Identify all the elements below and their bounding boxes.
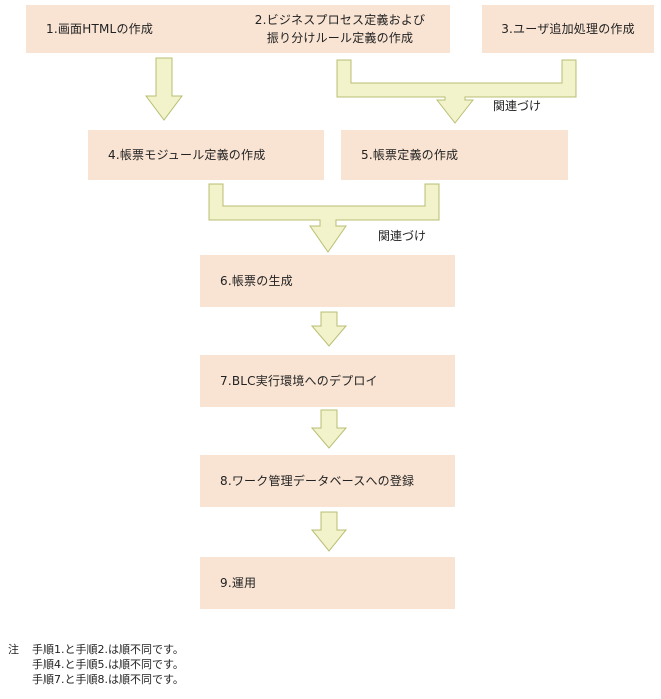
- step-4-box: 4.帳票モジュール定義の作成: [88, 130, 324, 180]
- arrow-step8-to-step9: [310, 511, 348, 552]
- arrow-step7-to-step8: [310, 409, 348, 449]
- step-3-label: 3.ユーザ追加処理の作成: [501, 22, 635, 36]
- step-9-label: 9.運用: [220, 576, 257, 590]
- step-9-box: 9.運用: [200, 557, 455, 609]
- bracket-step4-step5-to-step6: [208, 183, 440, 253]
- footnotes: 注 手順1.と手順2.は順不同です。 手順4.と手順5.は順不同です。 手順7.…: [8, 642, 184, 687]
- footnote-marker: 注: [8, 643, 19, 656]
- bracket-step2-step3-to-step5: [336, 59, 577, 124]
- step-8-box: 8.ワーク管理データベースへの登録: [200, 455, 455, 507]
- step-6-label: 6.帳票の生成: [220, 274, 293, 288]
- step-7-label: 7.BLC実行環境へのデプロイ: [220, 374, 378, 388]
- footnote-line: 手順4.と手順5.は順不同です。: [32, 658, 184, 671]
- arrow-step6-to-step7: [310, 311, 348, 347]
- step-2-label-line1: 2.ビジネスプロセス定義および: [254, 13, 426, 27]
- association-label-upper: 関連づけ: [493, 99, 542, 113]
- step-6-box: 6.帳票の生成: [200, 255, 455, 307]
- step-7-box: 7.BLC実行環境へのデプロイ: [200, 355, 455, 407]
- step-2-box: 2.ビジネスプロセス定義および 振り分けルール定義の作成: [230, 5, 450, 53]
- step-1-box: 1.画面HTMLの作成: [26, 5, 263, 53]
- step-8-label: 8.ワーク管理データベースへの登録: [220, 474, 415, 488]
- arrow-step1-to-step4: [145, 57, 183, 121]
- step-2-label-line2: 振り分けルール定義の作成: [266, 31, 414, 45]
- footnote-line: 手順7.と手順8.は順不同です。: [32, 673, 184, 686]
- footnote-row: 手順4.と手順5.は順不同です。: [8, 657, 184, 672]
- footnote-row: 注 手順1.と手順2.は順不同です。: [8, 642, 184, 657]
- footnote-line: 手順1.と手順2.は順不同です。: [32, 643, 184, 656]
- step-3-box: 3.ユーザ追加処理の作成: [482, 5, 654, 53]
- step-4-label: 4.帳票モジュール定義の作成: [108, 148, 266, 162]
- association-label-lower: 関連づけ: [378, 229, 427, 243]
- step-5-label: 5.帳票定義の作成: [361, 148, 459, 162]
- footnote-row: 手順7.と手順8.は順不同です。: [8, 672, 184, 687]
- step-5-box: 5.帳票定義の作成: [341, 130, 568, 180]
- step-1-label: 1.画面HTMLの作成: [46, 22, 154, 36]
